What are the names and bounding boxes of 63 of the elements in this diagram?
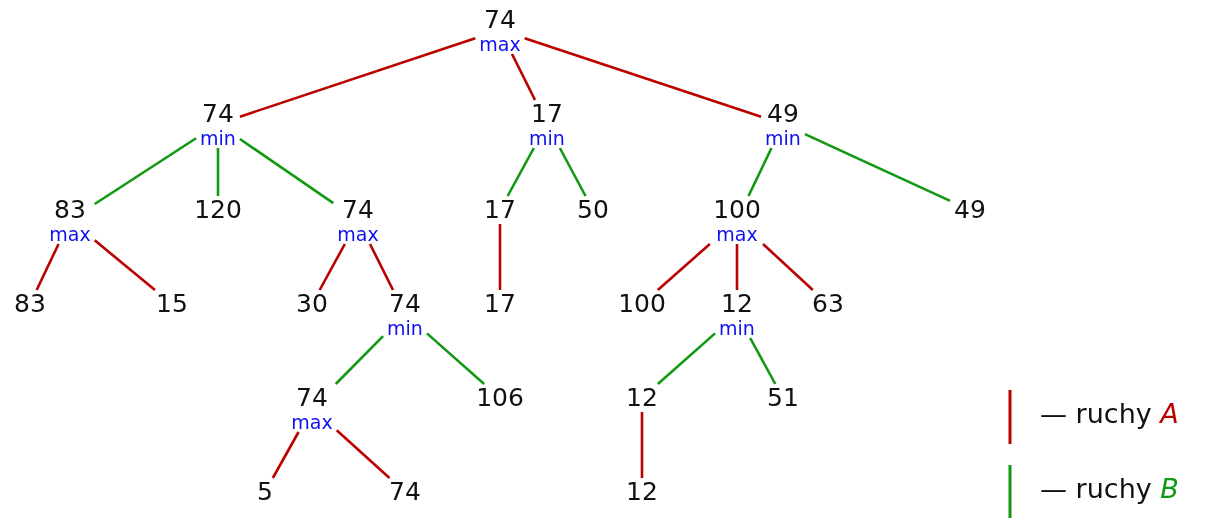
node-value: 15 [156,290,188,318]
node-value: 83 [14,290,46,318]
node-value: 12 [626,478,658,506]
tree-edge [656,332,716,385]
node-value: 83 [53,196,87,224]
player-label: min [387,318,423,338]
player-label: min [529,128,565,148]
tree-edge [640,412,644,478]
tree-edge [524,36,762,118]
player-label: max [291,412,333,432]
node-value: 12 [626,384,658,412]
tree-edge [334,335,384,385]
node-value: 74 [388,290,422,318]
tree-edge [656,243,711,291]
tree-edge [804,132,951,203]
node-value: 106 [476,384,524,412]
node-value: 5 [257,478,273,506]
player-label: min [765,128,801,148]
node-value: 12 [720,290,754,318]
node-value: 74 [341,196,375,224]
node-value: 51 [767,384,799,412]
tree-edge [735,244,739,290]
tree-edge [558,147,587,197]
node-value: 17 [484,196,516,224]
tree-edge [368,243,395,291]
tree-edge [239,137,335,205]
tree-edge [510,53,537,101]
node-value: 74 [483,6,517,34]
node-value: 100 [618,290,666,318]
legend-text: — ruchy A [1040,398,1179,429]
tree-edge [335,429,391,479]
node-value: 17 [484,290,516,318]
tree-edge [498,224,502,290]
player-label: max [479,34,521,54]
player-label: max [337,224,379,244]
tree-edge [35,243,60,291]
node-value: 49 [766,100,800,128]
node-value: 74 [201,100,235,128]
tree-edge [318,243,346,291]
tree-edge [747,147,773,197]
legend-text: — ruchy B [1040,473,1179,504]
tree-edge [762,243,814,291]
tree-edge [506,147,536,197]
tree-edge [216,148,220,196]
node-value: 74 [295,384,329,412]
tree-edge [426,332,486,385]
node-value: 17 [530,100,564,128]
tree-edge [239,37,476,118]
node-value: 49 [954,196,986,224]
node-value: 63 [812,290,844,318]
player-label: min [719,318,755,338]
node-value: 74 [389,478,421,506]
tree-edge [749,337,777,385]
tree-edge [94,137,197,206]
node-value: 50 [577,196,609,224]
player-label: max [49,224,91,244]
tree-edge [93,239,156,291]
tree-edge [271,431,300,479]
player-label: min [200,128,236,148]
node-value: 120 [194,196,242,224]
node-value: 100 [713,196,761,224]
player-label: max [715,224,759,244]
node-value: 30 [296,290,328,318]
